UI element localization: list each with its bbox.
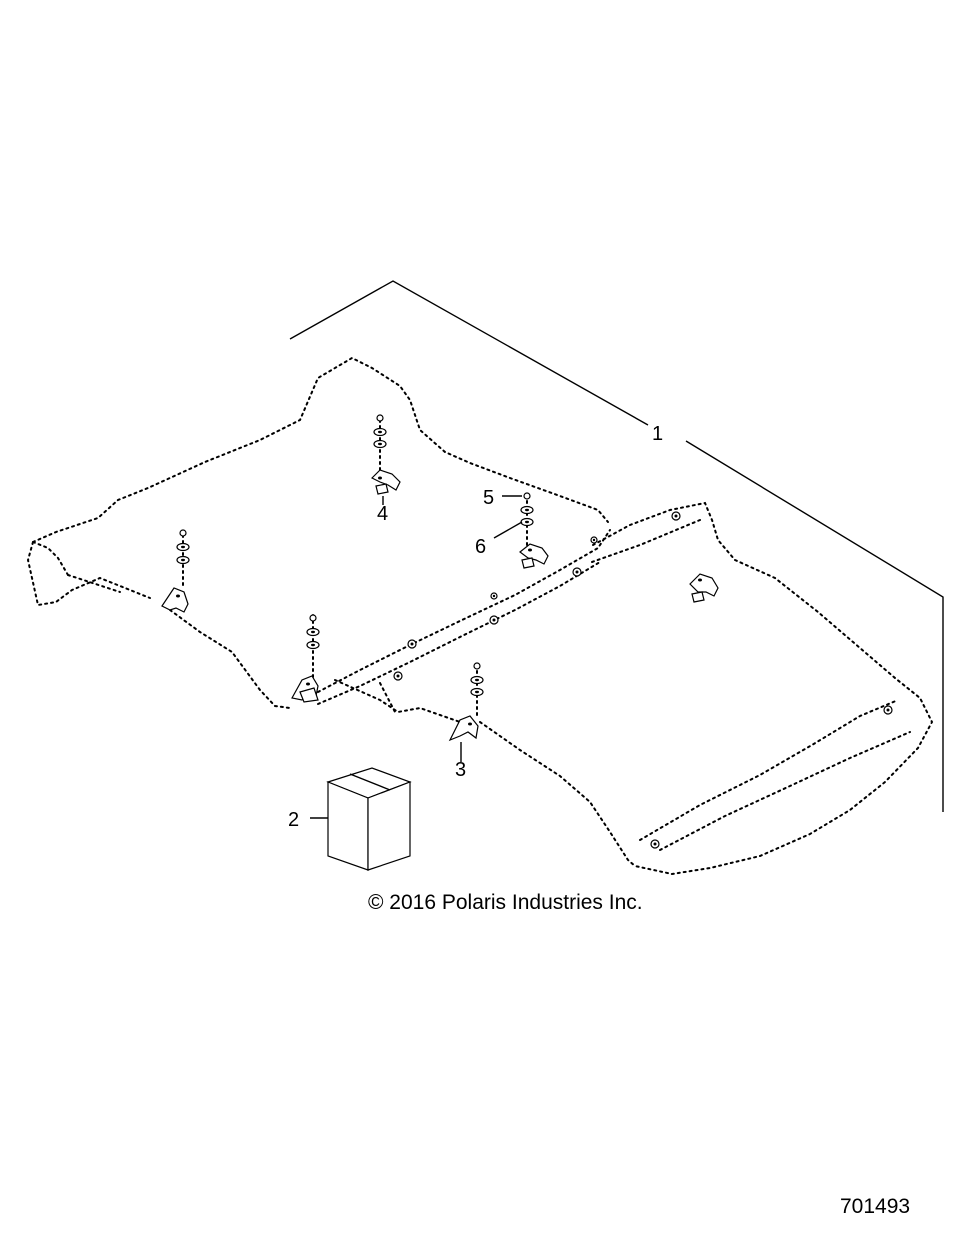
clamp-bracket-right [689,573,719,603]
callout-5: 5 [483,487,494,509]
callout-6: 6 [475,536,486,558]
callout-2: 2 [288,809,299,831]
assembly-bracket-1 [289,280,944,812]
fastener-stack-1 [373,414,387,449]
clamp-bracket-center [291,675,319,703]
leader-lines [382,495,523,762]
clamp-bracket-3 [448,715,479,742]
fastener-stack-2 [176,529,190,565]
fastener-stack-5 [470,662,484,697]
callout-4: 4 [377,503,388,525]
callout-1: 1 [652,423,663,445]
right-skid-plate [479,501,934,876]
diagram-number: 701493 [840,1195,910,1218]
copyright-notice: © 2016 Polaris Industries Inc. [368,891,643,914]
fastener-stack-4 [520,492,534,527]
fastener-stack-3 [306,614,320,650]
clamp-bracket-left [161,587,189,613]
clamp-bracket-6 [519,543,549,569]
plate-nuts [393,511,893,849]
install-lines [182,419,528,716]
clamp-bracket-4 [370,469,401,495]
left-skid-plate [26,356,611,723]
callout-3: 3 [455,759,466,781]
part-box-2 [310,767,412,871]
